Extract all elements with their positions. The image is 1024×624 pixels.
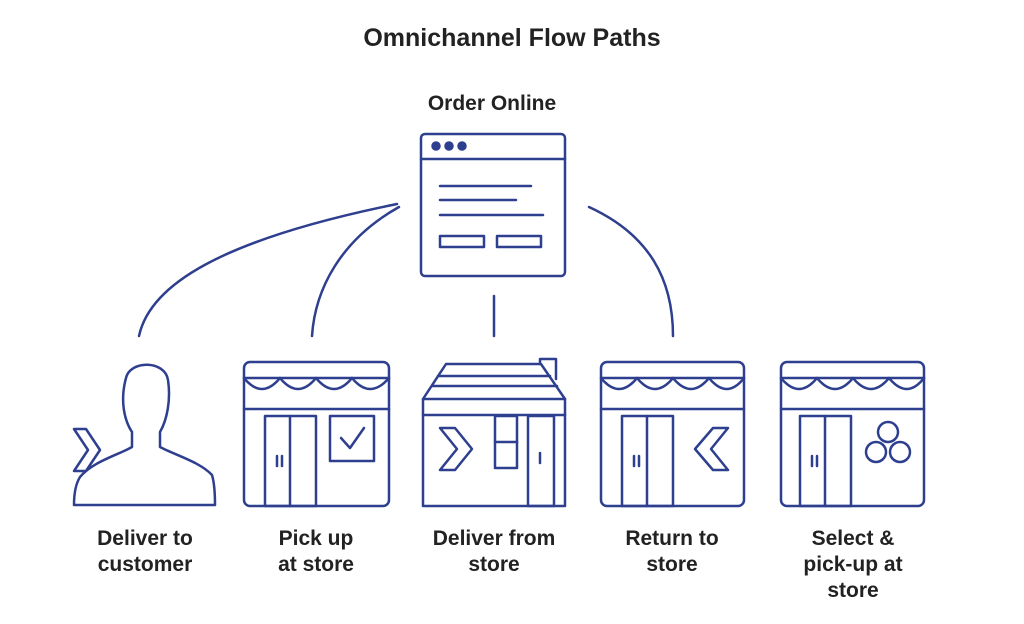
label-line: store [646, 553, 698, 576]
path-label-return-to-store: Return to store [587, 526, 757, 578]
storefront-checkmark-icon [242, 360, 391, 508]
label-line: store [468, 553, 520, 576]
path-label-deliver-to-customer: Deliver to customer [60, 526, 230, 578]
store-building-icon [421, 357, 567, 508]
label-line: Deliver from [432, 527, 556, 550]
label-line: Return to [625, 527, 719, 550]
connector-pick-up-at-store [310, 205, 401, 338]
label-line: at store [278, 553, 354, 576]
diagram-title: Omnichannel Flow Paths [363, 24, 661, 52]
storefront-return-icon [599, 360, 746, 508]
storefront-select-icon [779, 360, 926, 508]
label-line: Deliver to [97, 527, 193, 550]
label-line: customer [97, 553, 193, 576]
label-line: Pick up [278, 527, 354, 550]
label-line: Select & [811, 527, 895, 550]
path-label-pick-up-at-store: Pick up at store [231, 526, 401, 578]
path-label-select-pick-up-at-store: Select & pick-up at store [768, 526, 938, 604]
label-line: pick-up at [803, 553, 903, 576]
connector-return-to-store [587, 205, 675, 338]
customer-silhouette-icon [72, 363, 217, 507]
connector-deliver-to-customer [137, 202, 399, 338]
label-line: store [827, 579, 879, 602]
browser-window-icon [419, 132, 567, 278]
order-online-label: Order Online [427, 92, 557, 115]
path-label-deliver-from-store: Deliver from store [409, 526, 579, 578]
